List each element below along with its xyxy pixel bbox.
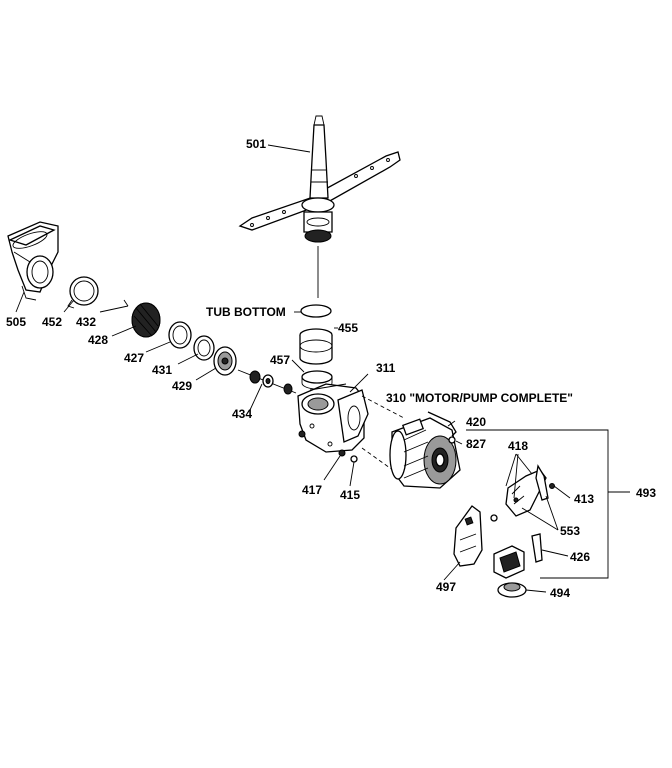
label-426: 426	[570, 550, 590, 564]
label-420: 420	[466, 415, 486, 429]
label-432: 432	[76, 315, 96, 329]
ring-431-part	[193, 335, 215, 361]
tub-bottom-ring-part	[300, 304, 332, 318]
sump-housing-part	[7, 221, 59, 301]
label-310-motor-pump: 310 "MOTOR/PUMP COMPLETE"	[386, 391, 573, 405]
label-455: 455	[338, 321, 358, 335]
label-tub-bottom: TUB BOTTOM	[206, 305, 286, 319]
label-494: 494	[550, 586, 570, 600]
hose-clamp-part	[67, 276, 99, 309]
motor-part	[389, 417, 461, 489]
label-501: 501	[246, 137, 266, 151]
impeller-part	[213, 346, 237, 376]
solenoid-part	[493, 545, 525, 579]
leader-lines	[15, 144, 630, 593]
label-493: 493	[636, 486, 656, 500]
pump-housing-part	[297, 383, 369, 453]
mounting-plate-part	[453, 505, 498, 567]
label-431: 431	[152, 363, 172, 377]
ring-427-part	[168, 321, 192, 349]
label-452: 452	[42, 315, 62, 329]
label-427: 427	[124, 351, 144, 365]
spray-arm-part	[238, 115, 401, 243]
wire-clip-part	[427, 411, 457, 437]
label-413: 413	[574, 492, 594, 506]
washer-415-part	[350, 455, 358, 463]
bracket-part	[531, 533, 543, 563]
label-428: 428	[88, 333, 108, 347]
part-labels: 501 TUB BOTTOM 455 505 452 432 428 427 4…	[6, 137, 656, 600]
label-457: 457	[270, 353, 290, 367]
label-311: 311	[376, 361, 396, 375]
label-827: 827	[466, 437, 486, 451]
label-505: 505	[6, 315, 26, 329]
washer-417-part	[338, 449, 346, 457]
switch-assembly-part	[505, 464, 555, 517]
clamp-ring-part	[301, 370, 333, 390]
label-417: 417	[302, 483, 322, 497]
fastener-set-part	[237, 369, 297, 395]
label-429: 429	[172, 379, 192, 393]
label-434: 434	[232, 407, 252, 421]
filter-screen-part	[123, 299, 161, 338]
label-497: 497	[436, 580, 456, 594]
label-415: 415	[340, 488, 360, 502]
cap-part	[497, 582, 527, 598]
label-553: 553	[560, 524, 580, 538]
seal-cylinder-part	[299, 328, 333, 365]
label-418: 418	[508, 439, 528, 453]
grommet-part	[448, 436, 456, 444]
